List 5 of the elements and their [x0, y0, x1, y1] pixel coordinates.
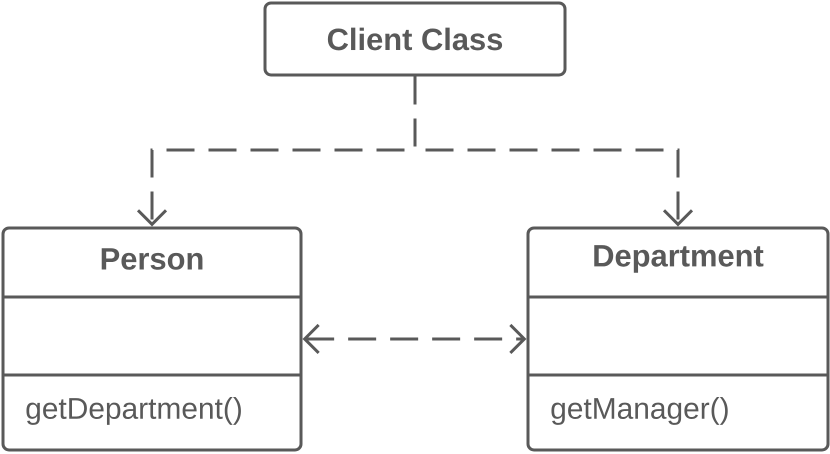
class-box: Client Class — [264, 2, 566, 76]
dashed-arrow — [414, 76, 694, 226]
dashed-arrow — [302, 324, 526, 354]
class-box: Person getDepartment() — [2, 226, 302, 452]
class-box: Department getManager() — [526, 226, 830, 452]
